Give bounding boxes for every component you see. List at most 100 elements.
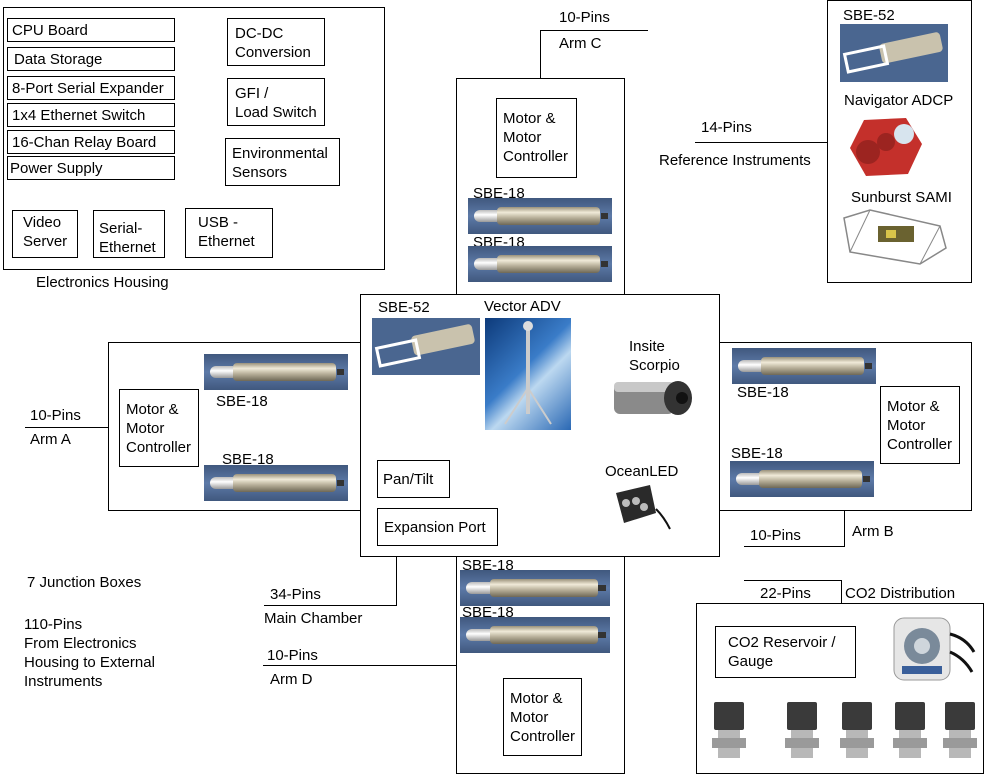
arm-b-name: Arm B [852,523,894,540]
arm-a-connector [25,427,109,428]
oceanled-photo [612,483,672,531]
co2-pump-photo [888,612,976,688]
insite-scorpio-photo [612,378,696,418]
arm-c-pins: 10-Pins [559,9,610,26]
arm-b-motor-box: Motor & Motor Controller [880,386,960,464]
environmental-sensors-box: Environmental Sensors [225,138,340,186]
usb-ethernet-box: USB - Ethernet [185,208,273,258]
reference-connector [695,142,827,143]
co2-pins: 22-Pins [760,585,811,602]
reference-sbe52-label: SBE-52 [843,7,895,24]
arm-d-motor-box: Motor & Motor Controller [503,678,582,756]
arm-d-pins: 10-Pins [267,647,318,664]
reference-adcp-photo [846,112,926,182]
power-supply-label: Power Supply [10,160,103,177]
serial-expander-label: 8-Port Serial Expander [12,80,164,97]
video-server-box: Video Server [12,210,78,258]
vector-adv-photo [485,318,571,430]
main-chamber-pins: 34-Pins [270,586,321,603]
arm-c-sensor1-label: SBE-18 [473,185,525,202]
valve-photo-2 [781,700,823,762]
arm-a-motor-box: Motor & Motor Controller [119,389,199,467]
data-storage-label: Data Storage [14,51,103,68]
arm-a-sensor2-label: SBE-18 [222,451,274,468]
arm-a-sensor1-label: SBE-18 [216,393,268,410]
gfi-label: GFI / Load Switch [235,85,317,121]
arm-d-sensor1-label: SBE-18 [462,557,514,574]
power-supply-box: Power Supply [7,156,175,180]
arm-c-connector [540,30,648,31]
valve-photo-5 [939,700,981,762]
junction-boxes-note: 7 Junction Boxes [27,574,142,591]
oceanled-label: OceanLED [605,463,679,480]
arm-b-sensor2-label: SBE-18 [731,445,783,462]
video-server-label: Video Server [23,214,68,250]
arm-b-pins: 10-Pins [750,527,801,544]
relay-board-label: 16-Chan Relay Board [12,134,157,151]
arm-a-pins: 10-Pins [30,407,81,424]
ethernet-switch-label: 1x4 Ethernet Switch [12,107,146,124]
valve-photo-1 [708,700,750,762]
pan-tilt-label: Pan/Tilt [383,471,434,488]
environmental-sensors-label: Environmental Sensors [232,145,328,181]
data-storage-box: Data Storage [7,47,175,71]
arm-b-sensor1-label: SBE-18 [737,384,789,401]
main-sbe52-label: SBE-52 [378,299,430,316]
arm-c-motor-label: Motor & Motor Controller [503,110,569,165]
relay-board-box: 16-Chan Relay Board [7,130,175,154]
arm-a-motor-label: Motor & Motor Controller [126,401,192,456]
expansion-port-label: Expansion Port [384,519,486,536]
arm-b-sensor2-photo [730,461,874,497]
arm-a-sensor1-photo [204,354,348,390]
co2-reservoir-box: CO2 Reservoir / Gauge [715,626,856,678]
usb-ethernet-label: USB - Ethernet [198,214,255,250]
arm-b-connector-vertical [844,511,845,546]
arm-a-name: Arm A [30,431,71,448]
cpu-board-label: CPU Board [12,22,88,39]
arm-c-sensor2-photo [468,246,612,282]
dcdc-box: DC-DC Conversion [227,18,325,66]
arm-d-connector [263,665,457,666]
arm-d-sensor2-photo [460,617,610,653]
reference-sami-label: Sunburst SAMI [851,189,952,206]
pan-tilt-box: Pan/Tilt [377,460,450,498]
co2-reservoir-label: CO2 Reservoir / Gauge [728,634,836,670]
arm-c-connector-vertical [540,30,541,78]
main-chamber-connector-vertical [396,557,397,605]
serial-ethernet-box: Serial- Ethernet [93,210,165,258]
co2-connector [744,580,842,581]
insite-scorpio-label: Insite Scorpio [629,338,680,374]
serial-expander-box: 8-Port Serial Expander [7,76,175,100]
pins-note: 110-Pins From Electronics Housing to Ext… [24,616,155,690]
electronics-housing-caption: Electronics Housing [36,274,169,291]
arm-d-sensor2-label: SBE-18 [462,604,514,621]
gfi-box: GFI / Load Switch [227,78,325,126]
main-chamber-connector [264,605,397,606]
expansion-port-box: Expansion Port [377,508,498,546]
arm-b-connector [744,546,845,547]
reference-name: Reference Instruments [659,152,811,169]
reference-adcp-label: Navigator ADCP [844,92,954,109]
arm-a-sensor2-photo [204,465,348,501]
arm-c-name: Arm C [559,35,602,52]
arm-d-motor-label: Motor & Motor Controller [510,690,576,745]
dcdc-label: DC-DC Conversion [235,25,311,61]
cpu-board-box: CPU Board [7,18,175,42]
reference-sami-photo [840,208,950,266]
arm-c-sensor1-photo [468,198,612,234]
co2-connector-vertical [841,580,842,603]
valve-photo-3 [836,700,878,762]
valve-photo-4 [889,700,931,762]
arm-c-motor-box: Motor & Motor Controller [496,98,577,178]
serial-ethernet-label: Serial- Ethernet [99,220,156,256]
main-chamber-name: Main Chamber [264,610,363,627]
co2-name: CO2 Distribution [845,585,956,602]
arm-d-sensor1-photo [460,570,610,606]
vector-adv-label: Vector ADV [484,298,561,315]
reference-sbe52-photo [840,24,948,82]
main-sbe52-photo [372,318,480,375]
ethernet-switch-box: 1x4 Ethernet Switch [7,103,175,127]
reference-pins: 14-Pins [701,119,752,136]
arm-b-motor-label: Motor & Motor Controller [887,398,953,453]
arm-b-sensor1-photo [732,348,876,384]
